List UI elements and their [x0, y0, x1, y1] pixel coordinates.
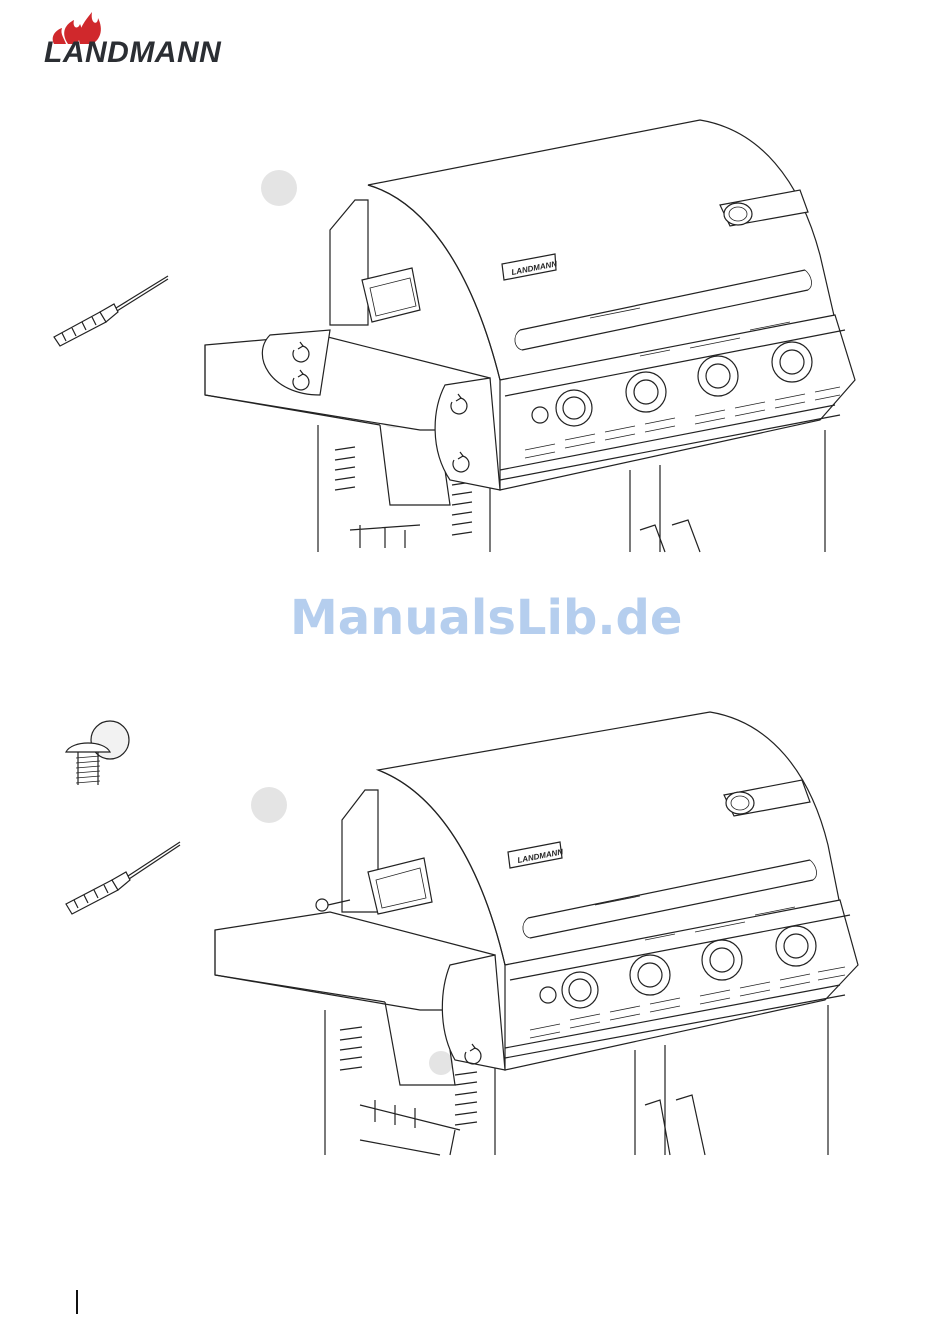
screwdriver-icon	[66, 842, 180, 914]
screw-icon	[66, 721, 129, 785]
footer-rule	[76, 1290, 78, 1314]
side-panel	[442, 955, 505, 1070]
step-circle	[251, 787, 287, 823]
step-circle	[429, 1051, 453, 1075]
